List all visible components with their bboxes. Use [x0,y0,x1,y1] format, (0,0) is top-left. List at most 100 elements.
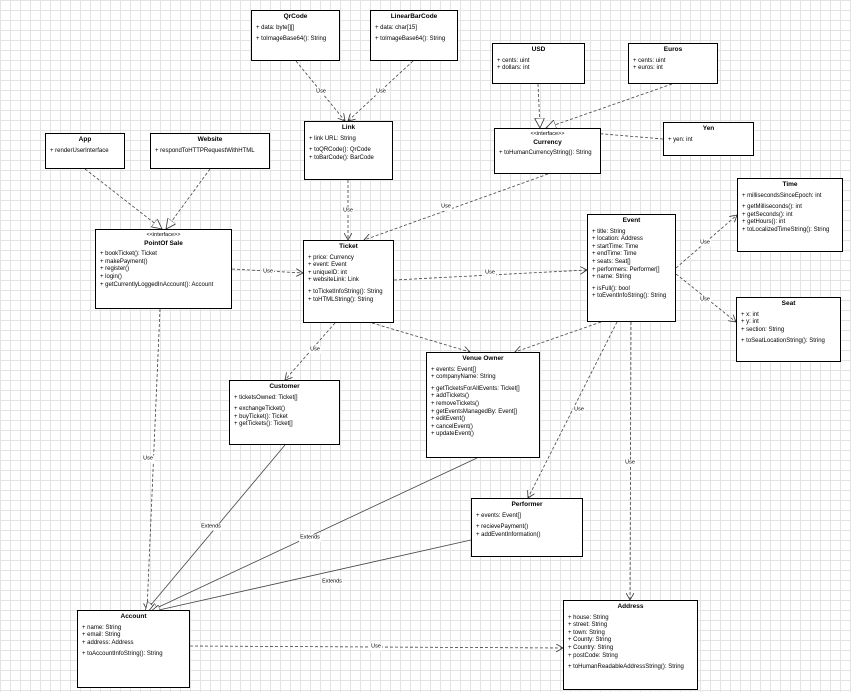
attribute: + cents: uint [633,57,666,64]
relation-label: Use [315,88,327,96]
attributes-section: + name: String+ email: String+ address: … [82,625,185,648]
attribute: + town: String [568,629,605,636]
attribute: + websiteLink: Link [308,277,359,284]
relation-qr-link [295,60,345,121]
attribute: + performers: Performer[] [592,266,660,273]
relation-ticket-venue [371,322,470,352]
relation-label: Use [309,346,321,354]
class-venueowner[interactable]: Venue Owner + events: Event[]+ companyNam… [426,352,540,458]
relation-performer-account [150,539,472,612]
class-currency[interactable]: <<interface>>Currency+ toHumanCurrencySt… [494,128,601,174]
methods-section: + toQRCode(): QrCode+ toBarCode(): BarCo… [309,147,388,162]
method: + addEventInformation() [476,531,541,538]
attribute: + euros: int [633,65,663,72]
attribute: + County: String [568,637,612,644]
class-pointofsale[interactable]: <<interface>>PointOf Sale+ bookTicket():… [95,229,232,309]
relation-label: Use [573,406,585,414]
class-name: USD [531,46,546,53]
relation-label: Use [375,88,387,96]
class-app[interactable]: App+ renderUserInterface [45,133,125,169]
attributes-section: + price: Currency+ event: Event+ uniqueI… [308,255,389,285]
relation-event-seat [675,273,736,322]
attribute: + location: Address [592,236,643,243]
attribute: + postCode: String [568,652,618,659]
attributes-section: + title: String+ location: Address+ star… [592,229,671,282]
attribute: + companyName: String [431,374,496,381]
attribute: + data: char[15] [375,24,417,31]
class-yen[interactable]: Yen + yen: int [663,122,754,156]
class-linearbarcode[interactable]: LinearBarCode+ data: char[15]+ toImageBa… [370,10,458,61]
methods-section: + toImageBase64(): String [375,36,453,44]
class-name: Account [120,613,147,620]
class-name: Time [782,181,798,188]
method: + getTicketsForAllEvents: Ticket[] [431,385,520,392]
method: + toHumanReadableAddressString(): String [568,664,684,671]
attribute: + startTime: Time [592,243,639,250]
attributes-section: + x: int+ y: int+ section: String [741,312,836,335]
class-qrcode[interactable]: QrCode + data: byte[][] + toImageBase64():… [251,10,340,61]
method: + removeTickets() [431,400,479,407]
relation-label: Use [262,268,274,276]
class-website[interactable]: Website+ respondToHTTPRequestWithHTML [150,133,270,169]
attribute: + cents: uint [497,57,530,64]
method: + makePayment() [100,258,148,265]
attribute: + email: String [82,632,121,639]
attributes-section: + cents: uint+ dollars: int [497,58,580,73]
method: + cancelEvent() [431,423,473,430]
method: + toHTMLString(): String [308,296,374,303]
attributes-section: + data: char[15] [375,25,453,33]
attribute: + yen: int [668,136,693,143]
method: + getTickets(): Ticket[] [234,421,293,428]
attributes-section: + events: Event[] [476,513,578,521]
class-account[interactable]: Account + name: String+ email: String+ ad… [77,610,190,688]
attribute: + x: int [741,311,759,318]
relation-event-performer [528,321,618,498]
attribute: + events: Event[] [431,366,476,373]
method: + getHours(): int [742,219,786,226]
method: + buyTicket(): Ticket [234,413,288,420]
class-euros[interactable]: Euros+ cents: uint+ euros: int [628,43,718,84]
class-customer[interactable]: Customer+ ticketsOwned: Ticket[]+ exchan… [229,380,340,445]
class-performer[interactable]: Performer + events: Event[] + recievePayme… [471,498,583,557]
method: + addTickets() [431,393,469,400]
class-usd[interactable]: USD + cents: uint+ dollars: int [492,43,585,84]
relation-label: Use [370,643,382,651]
methods-section: + getMilliseconds(): int+ getSeconds(): … [742,204,838,234]
class-name: Venue Owner [462,355,504,362]
attribute: + street: String [568,622,608,629]
methods-section: + recievePayment()+ addEventInformation(… [476,524,578,539]
relation-euro-cur [546,83,673,128]
class-seat[interactable]: Seat+ x: int+ y: int+ section: String+ t… [736,297,841,362]
relation-label: Use [624,459,636,467]
class-ticket[interactable]: Ticket + price: Currency+ event: Event+ u… [303,240,394,323]
method: + editEvent() [431,416,466,423]
class-event[interactable]: Event+ title: String+ location: Address+… [587,214,676,322]
methods-section: + toImageBase64(): String [256,36,335,44]
class-stereotype: <<interface>> [530,131,565,137]
method: + updateEvent() [431,431,474,438]
class-link[interactable]: Link+ link URL: String+ toQRCode(): QrCo… [304,121,393,180]
attributes-section: + house: String+ street: String+ town: S… [568,615,693,661]
attributes-section: + millisecondsSinceEpoch: int [742,193,838,201]
class-time[interactable]: Time + millisecondsSinceEpoch: int + getMi… [737,178,843,252]
methods-section: + respondToHTTPRequestWithHTML [155,148,265,156]
attributes-section: + data: byte[][] [256,25,335,33]
method: + exchangeTicket() [234,406,285,413]
class-name: PointOf Sale [144,239,183,247]
attribute: + link URL: String [309,135,356,142]
attributes-section: + yen: int [668,137,749,145]
method: + getEventsManagedBy: Event[] [431,408,517,415]
relation-label: Extends [200,523,222,531]
class-name: QrCode [283,13,308,20]
class-address[interactable]: Address+ house: String+ street: String+ … [563,600,698,690]
attribute: + event: Event [308,262,347,269]
methods-section: + exchangeTicket()+ buyTicket(): Ticket+… [234,406,335,429]
class-name: Yen [702,125,715,132]
class-name: Ticket [339,243,358,250]
method: + register() [100,266,130,273]
class-name: Currency [533,138,562,146]
method: + recievePayment() [476,524,529,531]
method: + toImageBase64(): String [256,36,327,43]
class-name: Performer [511,501,543,508]
